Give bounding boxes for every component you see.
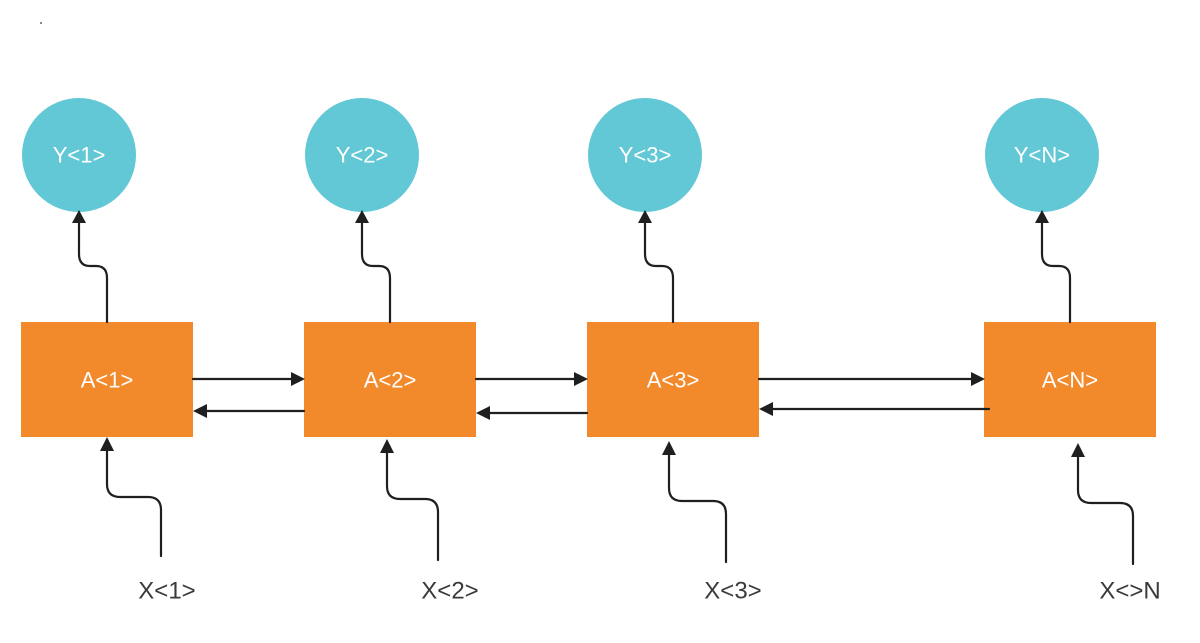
- backward-arrow-3-2: [476, 406, 589, 420]
- output-node-2: Y<2>: [305, 98, 419, 212]
- cell-to-output-arrow-2: [355, 210, 392, 324]
- input-label-3: X<3>: [704, 578, 761, 605]
- input-to-cell-arrow-n: [1071, 443, 1135, 566]
- cell-label-1: A<1>: [81, 368, 134, 393]
- output-node-3: Y<3>: [588, 98, 702, 212]
- output-node-n: Y<N>: [985, 98, 1099, 212]
- input-to-cell-arrow-1: [100, 437, 163, 558]
- forward-arrow-3-n: [757, 372, 985, 386]
- cell-label-2: A<2>: [364, 368, 417, 393]
- input-label-1: X<1>: [138, 578, 195, 605]
- input-to-cell-arrow-3: [662, 441, 728, 564]
- forward-arrow-2-3: [474, 372, 588, 386]
- input-to-cell-arrow-2: [380, 439, 440, 562]
- cell-to-output-arrow-1: [72, 210, 109, 324]
- output-node-1: Y<1>: [22, 98, 136, 212]
- stray-dot: [40, 22, 42, 24]
- cell-label-n: A<N>: [1042, 368, 1098, 393]
- cell-label-3: A<3>: [647, 368, 700, 393]
- input-label-2: X<2>: [421, 578, 478, 605]
- cell-node-3: A<3>: [587, 322, 759, 437]
- backward-arrow-2-1: [193, 404, 306, 418]
- output-label-2: Y<2>: [336, 143, 389, 168]
- output-label-n: Y<N>: [1014, 143, 1070, 168]
- cell-node-1: A<1>: [21, 322, 193, 437]
- input-label-n: X<>N: [1099, 578, 1160, 605]
- output-label-3: Y<3>: [619, 143, 672, 168]
- output-label-1: Y<1>: [53, 143, 106, 168]
- cell-node-n: A<N>: [984, 322, 1156, 437]
- backward-arrow-n-3: [759, 402, 991, 416]
- cell-to-output-arrow-3: [638, 210, 675, 324]
- forward-arrow-1-2: [191, 372, 305, 386]
- cell-to-output-arrow-n: [1035, 210, 1072, 324]
- cell-node-2: A<2>: [304, 322, 476, 437]
